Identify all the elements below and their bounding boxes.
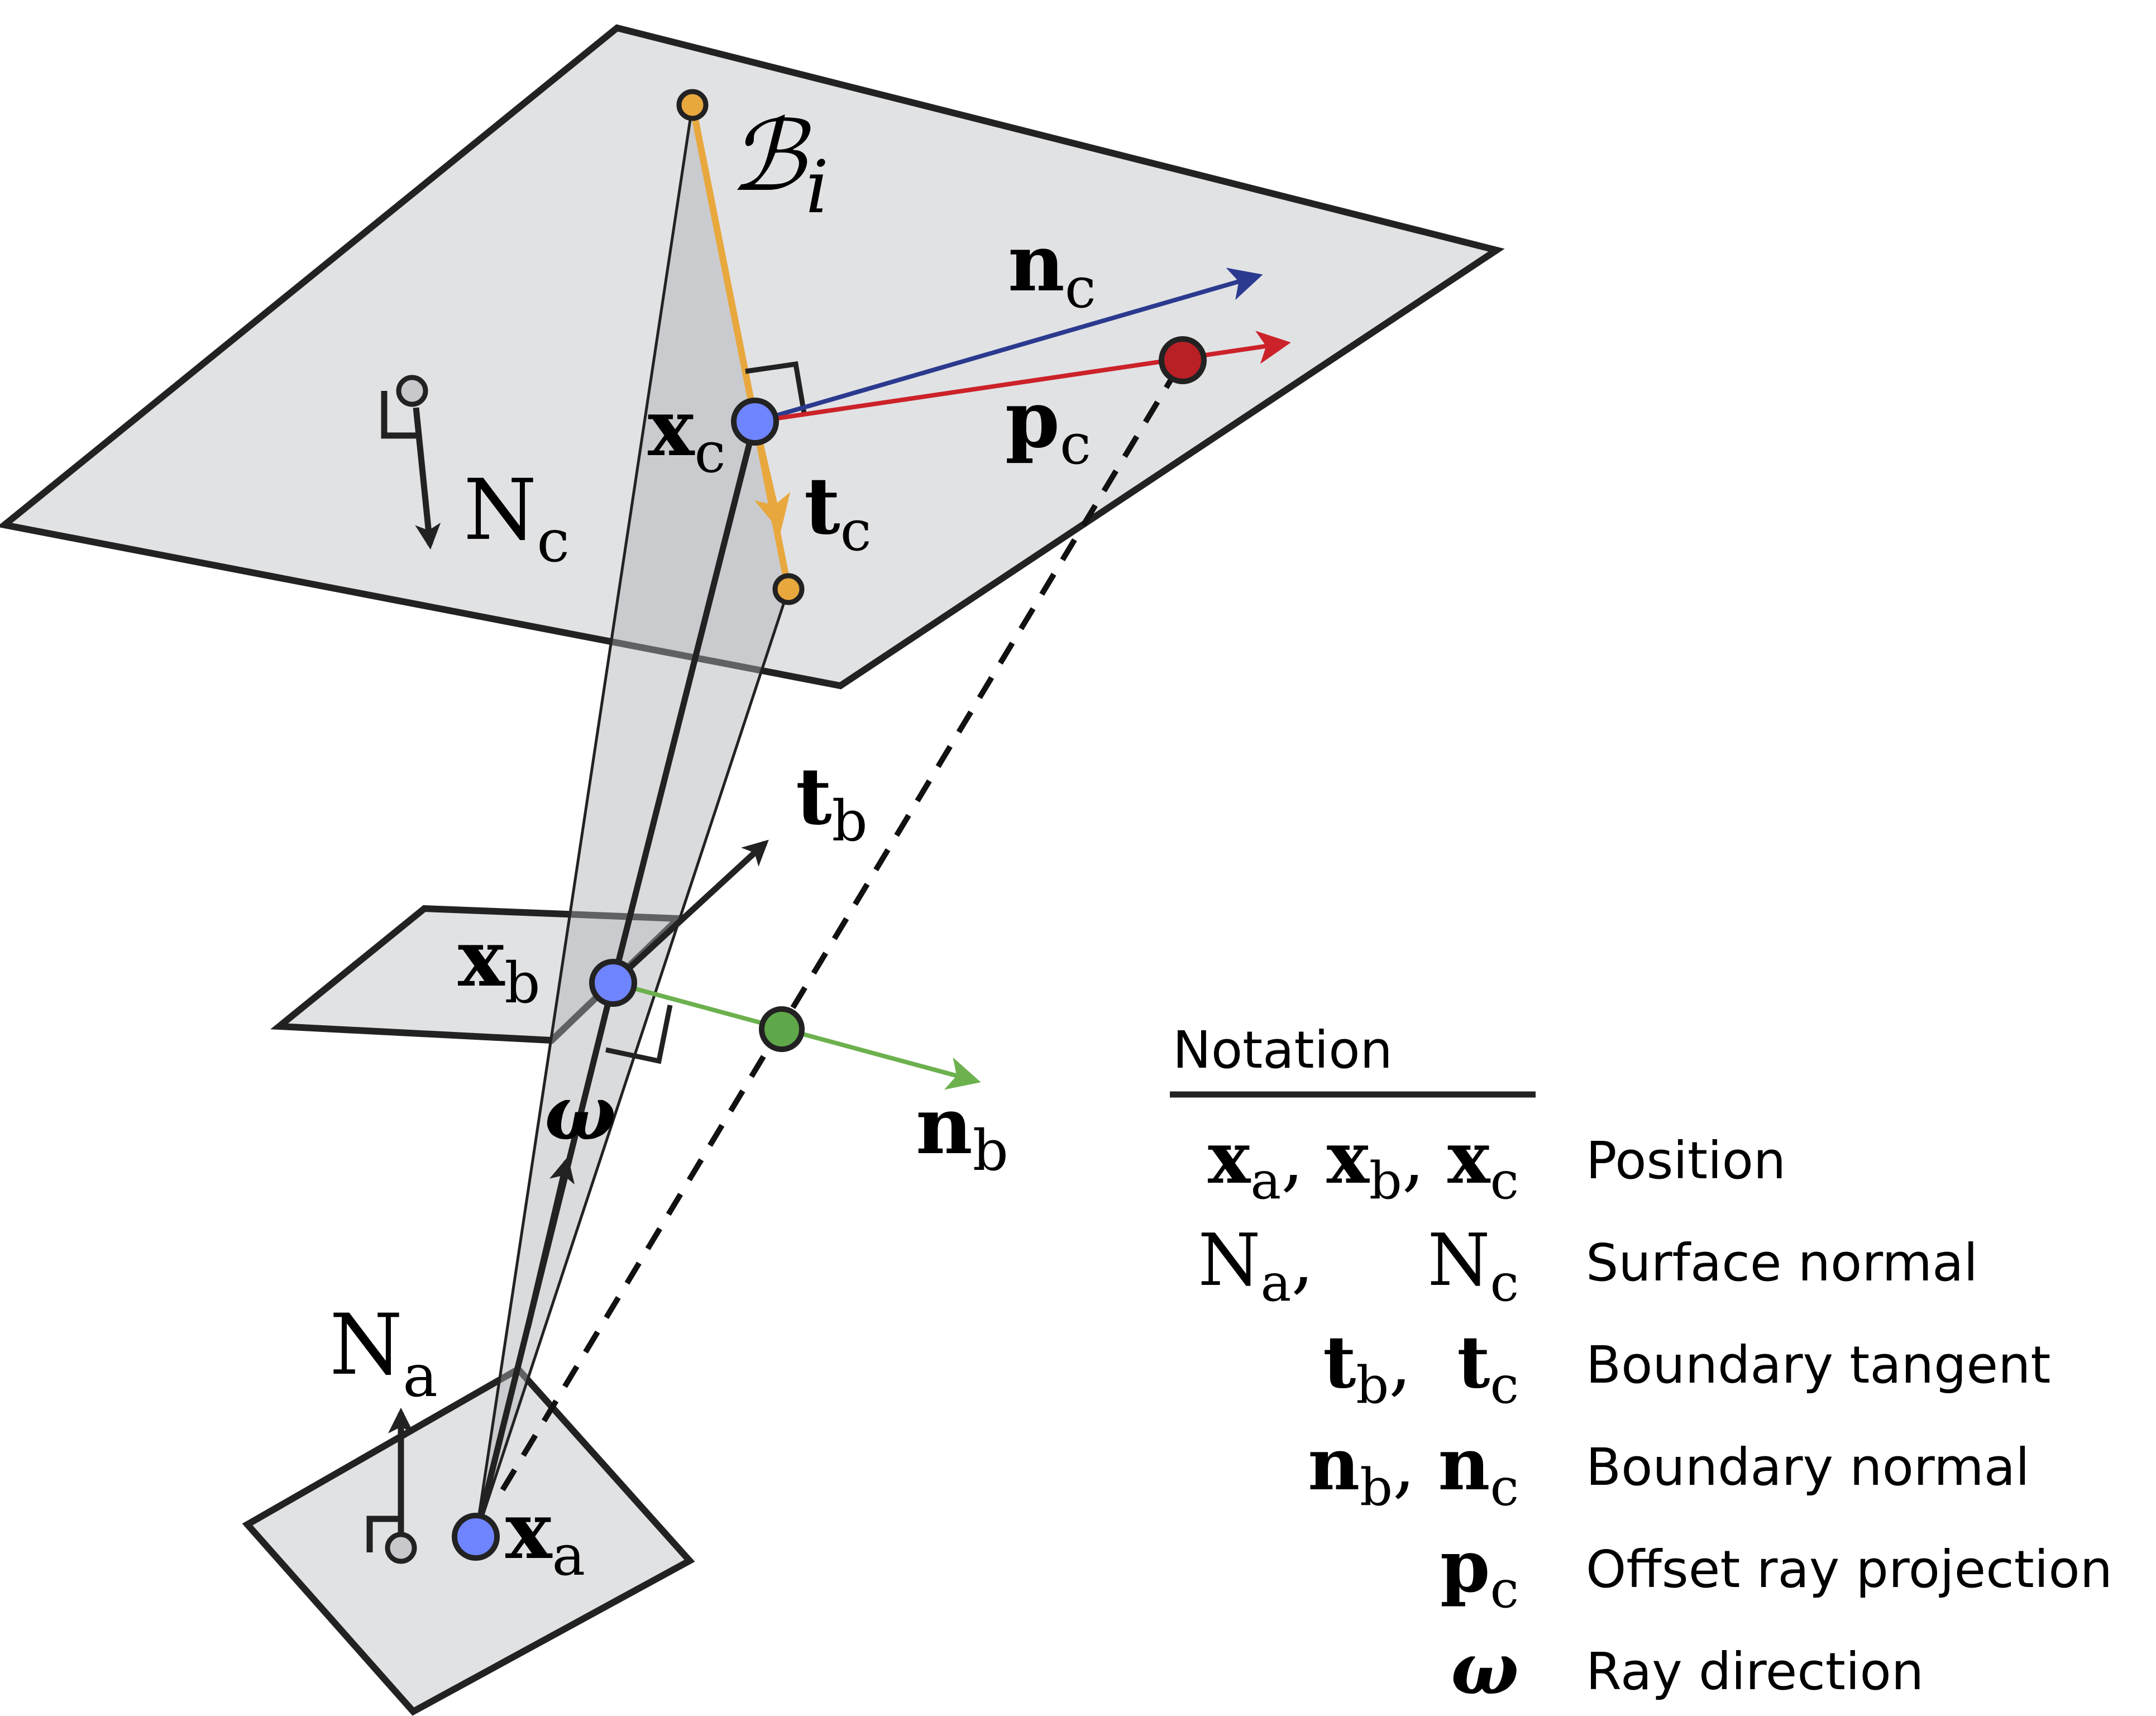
offset-ray	[500, 359, 1185, 1492]
label-nb: nb	[916, 1081, 1008, 1183]
notation-term-sub: a	[1250, 1151, 1281, 1211]
notation-term-sub: c	[1490, 1253, 1519, 1313]
notation-term-main: t	[1323, 1321, 1356, 1404]
nc-normal-tick	[381, 391, 416, 439]
label-omega: ω	[544, 1068, 616, 1157]
label-pc: pc	[1005, 374, 1091, 477]
label-boundary: ℬi	[729, 100, 829, 230]
notation-symbols-1: Na, Nc	[1198, 1219, 1519, 1313]
notation-term-main: ω	[1451, 1627, 1519, 1711]
notation-term-main: n	[1438, 1423, 1490, 1507]
omega-arrow	[524, 1156, 575, 1329]
notation-term-sub: c	[1490, 1457, 1519, 1517]
point-pc	[1159, 336, 1207, 384]
label-Nc: Nc	[463, 462, 570, 575]
notation-term-main: t	[1457, 1321, 1490, 1404]
notation-description-1: Surface normal	[1586, 1233, 1978, 1293]
notation-term-sub: b	[1356, 1355, 1389, 1415]
notation-description-4: Offset ray projection	[1586, 1540, 2112, 1599]
notation-term-main: N	[1198, 1219, 1260, 1302]
notation-symbols-4: pc	[1440, 1525, 1519, 1619]
label-xa: xa	[505, 1485, 585, 1588]
label-tb: tb	[796, 751, 868, 854]
tb-arrow	[611, 839, 769, 986]
notation-term-main: p	[1440, 1525, 1490, 1609]
wedge-edge-left	[474, 104, 694, 1537]
notation-term-sub: c	[1490, 1151, 1519, 1211]
na-normal-tick	[366, 1516, 401, 1552]
notation-symbols-2: tb, tc	[1323, 1321, 1519, 1415]
label-xb: xb	[458, 913, 540, 1016]
notation-term-main: n	[1308, 1423, 1360, 1507]
notation-term-sub: c	[1490, 1560, 1519, 1619]
wedge-edge-right	[474, 589, 790, 1537]
notation-term-sub: a	[1260, 1253, 1291, 1313]
point-nb-offset	[759, 1006, 805, 1052]
boundary-endpoint-bottom	[772, 573, 805, 605]
notation-term-main: x	[1327, 1116, 1370, 1200]
boundary-endpoint-top	[676, 89, 709, 121]
notation-term-main: x	[1447, 1116, 1491, 1200]
notation-term-main: x	[1208, 1116, 1251, 1200]
right-angle-c	[745, 361, 807, 414]
label-Na: Na	[329, 1297, 438, 1410]
label-tc: tc	[804, 461, 872, 563]
label-nc: nc	[1008, 218, 1096, 321]
notation-symbols-3: nb, nc	[1308, 1423, 1519, 1517]
notation-description-0: Position	[1586, 1131, 1786, 1191]
Nc-origin-point	[396, 375, 428, 407]
point-xb	[589, 959, 637, 1007]
right-angle-b	[605, 1005, 673, 1064]
notation-description-2: Boundary tangent	[1586, 1335, 2050, 1395]
notation-term-main: N	[1427, 1219, 1490, 1302]
Na-origin-point	[385, 1532, 417, 1564]
ray-xb-xc	[610, 420, 758, 984]
notation-symbols-0: xa, xb, xc	[1208, 1116, 1519, 1211]
notation-title: Notation	[1173, 1020, 1393, 1080]
notation-term-sub: b	[1369, 1151, 1402, 1211]
plane-c	[0, 24, 1505, 690]
notation-term-sub: c	[1490, 1355, 1519, 1415]
Nc-arrow	[413, 407, 441, 550]
nc-arrow	[754, 267, 1263, 424]
notation-description-3: Boundary normal	[1586, 1437, 2030, 1497]
label-xc: xc	[648, 383, 725, 485]
notation-symbols-5: ω	[1451, 1627, 1519, 1711]
notation-description-5: Ray direction	[1586, 1642, 1924, 1701]
notation-term-sub: b	[1360, 1457, 1393, 1517]
point-xa	[452, 1513, 500, 1561]
point-xc	[731, 398, 779, 446]
